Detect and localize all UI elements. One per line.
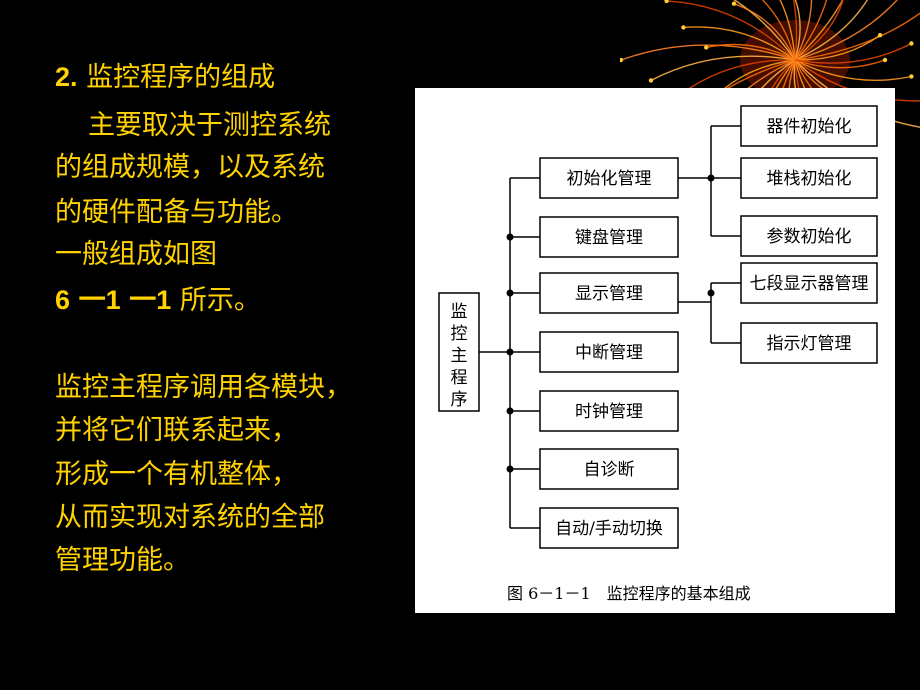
module-label: 时钟管理 [575,402,643,422]
diagram-figure: 监 控 主 程 序 初始化管理 键盘管理 显示管理 中断管理 时钟管理 自诊断 … [415,88,895,613]
root-char: 序 [451,390,468,410]
firework-ray [779,0,796,61]
init-child-label: 堆栈初始化 [767,169,852,189]
firework-spark [681,25,686,30]
figure-ref-part: 一1 [78,285,121,315]
firework-ray [733,0,796,61]
paragraph-line: 管理功能。 [55,545,190,576]
heading-title: 监控程序的组成 [86,62,276,93]
init-child-label: 器件初始化 [767,117,852,137]
init-child-box [740,215,878,257]
firework-ray [794,0,844,61]
root-char: 监 [451,302,468,322]
root-char: 主 [451,346,468,366]
root-char: 控 [451,324,468,344]
paragraph-line: 形成一个有机整体， [55,459,298,490]
slide-heading: 2. 监控程序的组成 [55,55,275,94]
display-child-box [740,322,878,364]
figure-ref-suffix: 所示。 [179,285,261,316]
firework-spark [882,57,888,63]
firework-ray [650,55,796,82]
paragraph-line: 一般组成如图 [55,239,217,270]
init-child-label: 参数初始化 [767,227,852,247]
firework-ray [706,43,796,61]
module-box-keyboard [539,216,679,258]
firework-spark [664,0,669,4]
module-label: 中断管理 [575,343,643,363]
firework-ray [794,0,898,61]
display-child-label: 指示灯管理 [767,334,852,354]
firework-ray [666,0,796,61]
firework-spark [909,41,914,46]
firework-ray [682,59,796,94]
firework-spark [648,78,654,83]
firework-ray [794,59,912,81]
firework-spark [909,74,914,79]
firework-spark [620,57,624,63]
paragraph-line: 并将它们联系起来， [55,415,298,446]
figure-caption: 图 6－1－1 监控程序的基本组成 [507,584,751,603]
firework-ray [761,0,796,61]
module-box-init [539,157,679,199]
module-box-automanual [539,507,679,549]
junction-dots [506,174,715,473]
paragraph-line: 的组成规模，以及系统 [55,152,325,183]
firework-ray [794,34,881,61]
paragraph-line: 监控主程序调用各模块， [55,372,352,403]
structure-diagram: 监 控 主 程 序 初始化管理 键盘管理 显示管理 中断管理 时钟管理 自诊断 … [438,105,878,603]
init-child-box [740,105,878,147]
figure-ref-part: 6 [55,285,71,315]
firework-spark [704,45,709,50]
root-box [438,292,480,412]
firework-ray [794,0,801,61]
module-label: 显示管理 [575,284,643,304]
firework-spark [877,33,883,38]
paragraph-line: 的硬件配备与功能。 [55,197,298,228]
firework-ray [794,0,844,61]
figure-reference: 6 一1 一1 所示。 [55,278,261,317]
firework-ray [794,42,912,64]
firework-ray [683,26,796,61]
heading-number: 2. [55,62,78,92]
module-label: 键盘管理 [575,228,643,248]
firework-ray [794,59,886,69]
module-box-clock [539,390,679,432]
firework-ray [620,44,796,61]
firework-ray [794,0,813,61]
firework-ray [794,0,828,61]
init-child-box [740,157,878,199]
firework-ray [792,0,798,61]
firework-ray [733,3,796,61]
module-box-display [539,272,679,314]
module-box-selfdiag [539,448,679,490]
figure-ref-part: 一1 [129,285,172,315]
display-child-label: 七段显示器管理 [750,274,869,294]
module-box-interrupt [539,331,679,373]
root-char: 程 [451,368,468,388]
module-label: 自诊断 [584,460,635,480]
paragraph-line: 主要取决于测控系统 [88,110,331,141]
firework-spark [731,1,737,6]
paragraph-line: 从而实现对系统的全部 [55,502,325,533]
firework-ray [794,0,869,61]
module-label: 初始化管理 [567,169,652,189]
module-label: 自动/手动切换 [555,519,663,539]
display-child-box [740,262,878,304]
